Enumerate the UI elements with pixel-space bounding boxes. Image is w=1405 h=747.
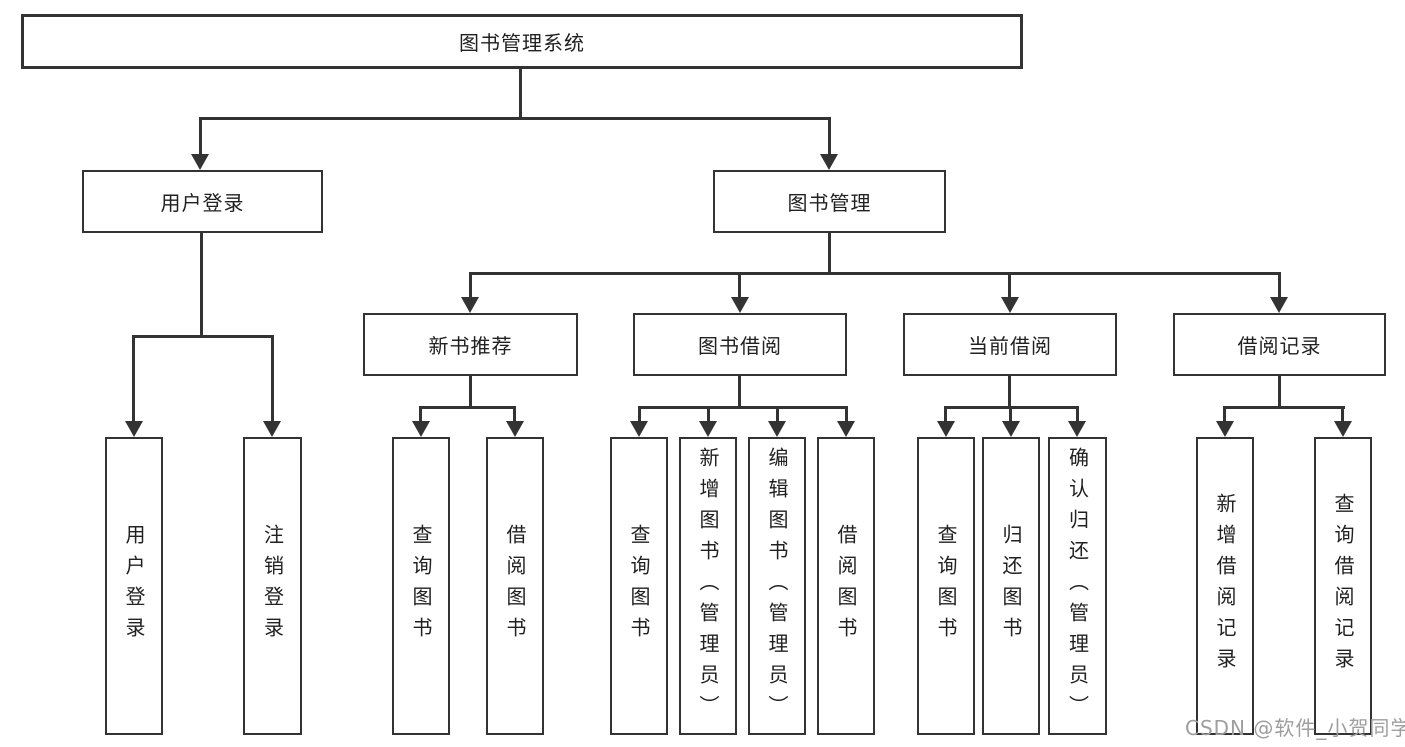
connector-line [1076, 406, 1079, 423]
connector-line [419, 406, 422, 423]
connector-line [1008, 376, 1011, 407]
watermark: CSDN @软件_小贺同学 [1185, 716, 1405, 740]
arrow-down-icon [125, 421, 143, 437]
connector-line [200, 233, 203, 336]
connector-line [738, 376, 741, 407]
leaf-confirm-return-admin: 确认归还（管理员） [1048, 437, 1107, 735]
leaf-add-borrow-record: 新增借阅记录 [1196, 437, 1254, 735]
connector-line [133, 335, 273, 338]
arrow-down-icon [1001, 297, 1019, 313]
arrow-down-icon [263, 421, 281, 437]
node-borrowing-records: 借阅记录 [1173, 313, 1386, 376]
connector-line [419, 406, 516, 409]
connector-line [271, 335, 274, 421]
connector-line [1008, 272, 1011, 299]
node-new-book-recommend: 新书推荐 [363, 313, 578, 376]
arrow-down-icon [731, 297, 749, 313]
arrow-down-icon [1216, 421, 1234, 437]
connector-line [638, 406, 641, 423]
connector-line [828, 117, 831, 155]
connector-line [519, 69, 522, 118]
connector-line [1278, 272, 1281, 299]
arrow-down-icon [1334, 421, 1352, 437]
arrow-down-icon [1002, 421, 1020, 437]
arrow-down-icon [937, 421, 955, 437]
leaf-return-book: 归还图书 [982, 437, 1040, 735]
connector-line [513, 406, 516, 423]
leaf-query-books-1: 查询图书 [392, 437, 450, 735]
connector-line [638, 406, 847, 409]
connector-line [1278, 376, 1281, 407]
connector-line [1223, 406, 1345, 409]
node-current-borrowing: 当前借阅 [903, 313, 1117, 376]
arrow-down-icon [1270, 297, 1288, 313]
leaf-add-book-admin: 新增图书（管理员） [679, 437, 737, 735]
arrow-down-icon [412, 421, 430, 437]
arrow-down-icon [461, 297, 479, 313]
arrow-down-icon [191, 154, 209, 170]
node-user-login: 用户登录 [82, 170, 323, 233]
arrow-down-icon [820, 154, 838, 170]
leaf-borrow-books-2: 借阅图书 [817, 437, 875, 735]
leaf-user-login: 用户登录 [105, 437, 163, 735]
connector-line [944, 406, 947, 423]
arrow-down-icon [699, 421, 717, 437]
leaf-query-books-2: 查询图书 [610, 437, 668, 735]
connector-line [845, 406, 848, 423]
connector-line [199, 117, 831, 120]
node-book-management: 图书管理 [713, 170, 946, 233]
arrow-down-icon [506, 421, 524, 437]
leaf-edit-book-admin: 编辑图书（管理员） [748, 437, 806, 735]
connector-line [132, 335, 135, 421]
arrow-down-icon [837, 421, 855, 437]
leaf-logout: 注销登录 [243, 437, 302, 735]
connector-line [828, 233, 831, 274]
connector-line [469, 272, 1281, 275]
connector-line [1223, 406, 1226, 423]
connector-line [199, 117, 202, 155]
connector-line [469, 272, 472, 299]
leaf-borrow-books-1: 借阅图书 [486, 437, 544, 735]
connector-line [1341, 406, 1344, 423]
arrow-down-icon [768, 421, 786, 437]
connector-line [1009, 406, 1012, 423]
connector-line [469, 376, 472, 407]
connector-line [738, 272, 741, 299]
arrow-down-icon [630, 421, 648, 437]
leaf-query-borrow-record: 查询借阅记录 [1314, 437, 1372, 735]
leaf-query-books-3: 查询图书 [917, 437, 975, 735]
node-root: 图书管理系统 [21, 14, 1023, 69]
connector-line [776, 406, 779, 423]
arrow-down-icon [1068, 421, 1086, 437]
connector-line [707, 406, 710, 423]
node-book-borrowing: 图书借阅 [633, 313, 847, 376]
